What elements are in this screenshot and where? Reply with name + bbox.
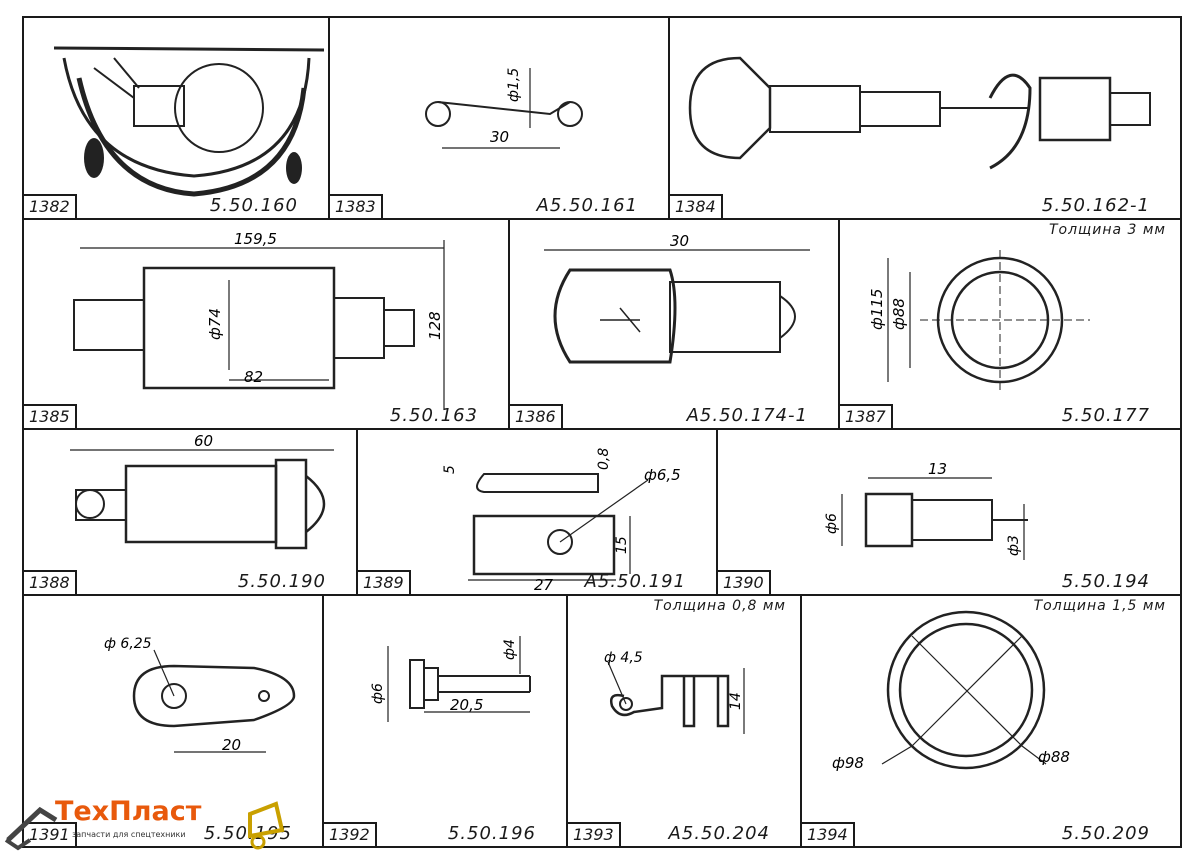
cell-1385: 159,5 ф74 82 128 1385 5.50.163 [22,218,510,430]
cell-1390: 13 ф6 ф3 1390 5.50.194 [716,428,1182,596]
cell-1388: 60 1388 5.50.190 [22,428,358,596]
dim-body: 82 [244,368,263,386]
lever-drawing: ф 6,25 20 [104,636,296,754]
cell-1389: 5 0,8 ф6,5 15 27 1389 А5.50.191 [356,428,718,596]
cell-1387: ф115 ф88 Толщина 3 мм 1387 5.50.177 [838,218,1182,430]
part-code: 5.50.190 [237,571,326,592]
dim-length: 30 [490,128,509,146]
part-code: 5.50.194 [1061,571,1150,592]
bulb-socket-drawing [688,56,1151,170]
item-number: 1388 [24,570,77,594]
contact-plate-drawing: 5 0,8 ф6,5 15 27 [442,448,681,594]
part-code: 5.50.163 [389,405,478,426]
part-code: 5.50.209 [1061,823,1150,844]
dim-thickness: 5 [442,465,458,474]
company-logo: ТехПласт запчасти для спецтехники [0,790,300,856]
item-number: 1392 [324,822,377,846]
logo-brand-text: ТехПласт [55,796,202,827]
cell-1384: 1384 5.50.162-1 [668,16,1182,220]
part-code: А5.50.204 [668,823,770,844]
part-code: 5.50.160 [209,195,298,216]
item-number: 1390 [718,570,771,594]
cell-1394: ф98 ф88 Толщина 1,5 мм 1394 5.50.209 [800,594,1182,848]
dim-outer: ф98 [832,754,864,772]
dim-height: 14 [728,692,744,710]
dim-pin: ф3 [1006,535,1022,556]
dim-hole: ф 4,5 [604,650,643,666]
dim-pin: ф4 [502,639,518,660]
part-code: 5.50.177 [1061,405,1150,426]
dim-height: 15 [614,536,630,554]
dim-length: 27 [534,576,554,594]
cell-1386: 30 1386 А5.50.174-1 [508,218,840,430]
cell-1383: ф1,5 30 1383 А5.50.161 [328,16,670,220]
pin-drawing: 13 ф6 ф3 [824,460,1028,560]
item-number: 1391 [24,822,77,846]
item-number: 1382 [24,194,77,218]
dim-length: 20 [222,736,241,754]
dim-length: 13 [928,460,947,478]
thickness-note: Толщина 1,5 мм [1033,598,1166,614]
part-code: А5.50.161 [536,195,638,216]
wire-clip-drawing: ф1,5 30 [425,68,583,149]
headlamp-drawing [53,46,325,197]
item-number: 1383 [330,194,383,218]
excavator-icon [4,801,285,851]
cell-1382: 1382 5.50.160 [22,16,330,220]
part-code: 5.50.162-1 [1041,195,1150,216]
dim-diameter: ф6 [824,513,840,534]
dim-diameter: ф74 [206,308,224,340]
dim-diameter: ф1,5 [506,68,522,102]
thickness-note: Толщина 0,8 мм [653,598,786,614]
dim-height: 128 [426,311,444,340]
dim-inner: ф88 [1038,748,1070,766]
part-code: 5.50.195 [203,823,292,844]
lamp-bulb-drawing: 30 [544,232,810,364]
dim-hole: ф 6,25 [104,636,152,652]
dim-length: 60 [194,432,213,450]
item-number: 1393 [568,822,621,846]
part-code: 5.50.196 [447,823,536,844]
item-number: 1394 [802,822,855,846]
item-number: 1385 [24,404,77,428]
washer-drawing: ф115 ф88 [868,250,1090,390]
item-number: 1384 [670,194,723,218]
cell-1393: ф 4,5 14 Толщина 0,8 мм 1393 А5.50.204 [566,594,802,848]
part-code: А5.50.174-1 [686,405,808,426]
item-number: 1389 [358,570,411,594]
rivet-drawing: ф6 ф4 20,5 [370,636,531,722]
dim-outer: ф115 [868,289,886,330]
item-number: 1387 [840,404,893,428]
relay-drawing: 159,5 ф74 82 128 [73,230,445,410]
ring-washer-drawing: ф98 ф88 [832,610,1070,772]
dim-inner: ф88 [890,298,908,330]
dim-length: 20,5 [450,696,483,714]
dim-head: ф6 [370,683,386,704]
part-code: А5.50.191 [584,571,686,592]
spring-contact-drawing: ф 4,5 14 [604,650,745,734]
dim-hole: ф6,5 [644,466,681,484]
lamp-holder-drawing: 60 [70,432,334,550]
dim-length: 159,5 [234,230,277,248]
logo-tagline: запчасти для спецтехники [72,830,186,839]
dim-length: 30 [670,232,689,250]
thickness-note: Толщина 3 мм [1048,222,1166,238]
cell-1392: ф6 ф4 20,5 1392 5.50.196 [322,594,568,848]
dim-width: 0,8 [596,448,612,470]
item-number: 1386 [510,404,563,428]
